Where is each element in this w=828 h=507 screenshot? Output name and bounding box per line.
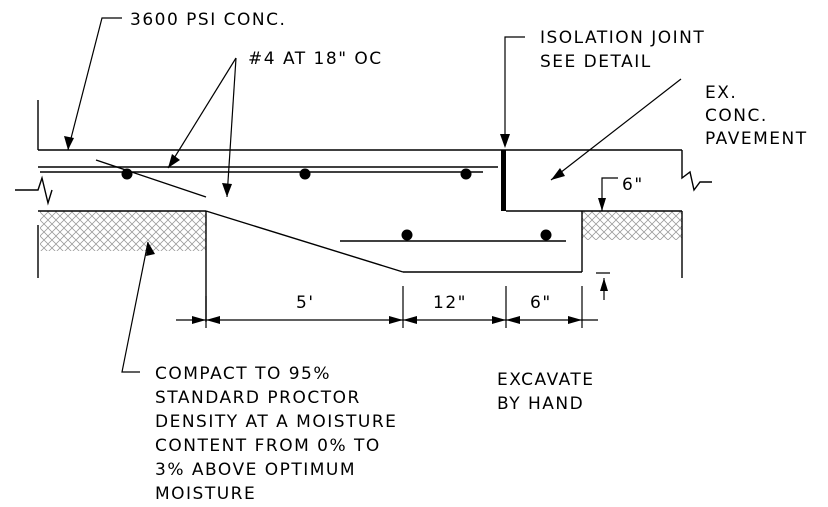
rebar-dot <box>299 168 311 180</box>
arrowhead <box>492 316 506 324</box>
arrowhead <box>568 316 582 324</box>
dimension-label: 5' <box>296 293 315 313</box>
arrowhead <box>403 316 417 324</box>
isolation-joint-label: SEE DETAIL <box>540 52 652 72</box>
compaction-note: CONTENT FROM 0% TO <box>155 436 381 456</box>
isolation-joint-label: ISOLATION JOINT <box>540 28 705 48</box>
compaction-note: COMPACT TO 95% <box>155 364 331 384</box>
leader-existing <box>550 78 682 181</box>
arrowhead <box>598 198 606 211</box>
concrete-label: 3600 PSI CONC. <box>130 10 286 30</box>
leader-isolation <box>504 36 525 143</box>
left-break-symbol <box>15 175 53 206</box>
rebar-dot <box>401 229 413 241</box>
compaction-note: DENSITY AT A MOISTURE <box>155 412 397 432</box>
dimension-label: 6" <box>530 293 552 313</box>
leader-compaction <box>121 241 149 373</box>
arrowhead <box>206 316 220 324</box>
arrowhead <box>146 242 155 256</box>
excavate-note: BY HAND <box>497 394 584 414</box>
arrowhead <box>500 134 510 148</box>
rebar-dot <box>460 168 472 180</box>
right-break-symbol <box>681 150 712 192</box>
excavate-note: EXCAVATE <box>497 370 595 390</box>
rebar-dot <box>540 229 552 241</box>
arrowhead <box>168 154 180 168</box>
thickness-label: 6" <box>622 175 644 195</box>
existing-pavement-label: PAVEMENT <box>705 129 808 149</box>
subgrade-hatch-right <box>582 211 682 240</box>
leader-rebar-2 <box>226 57 237 198</box>
rebar-label: #4 AT 18" OC <box>248 49 383 69</box>
subgrade-hatch-left <box>40 211 206 251</box>
leader-concrete <box>67 17 122 151</box>
arrowhead <box>64 136 74 150</box>
arrowhead <box>389 316 403 324</box>
thickened-edge-slope <box>205 210 404 273</box>
isolation-joint <box>501 150 506 211</box>
existing-pavement-label: CONC. <box>705 106 768 126</box>
compaction-note: STANDARD PROCTOR <box>155 388 361 408</box>
compaction-note: 3% ABOVE OPTIMUM <box>155 460 356 480</box>
arrowhead <box>600 278 608 291</box>
arrowhead <box>222 183 232 197</box>
rebar-bent <box>95 159 207 198</box>
compaction-note: MOISTURE <box>155 484 256 504</box>
dimension-label: 12" <box>433 293 467 313</box>
existing-pavement-label: EX. <box>705 83 737 103</box>
leader-rebar-1 <box>167 57 237 169</box>
arrowhead <box>192 316 206 324</box>
arrowhead <box>551 168 565 180</box>
arrowhead <box>506 316 520 324</box>
rebar-dot <box>121 168 133 180</box>
